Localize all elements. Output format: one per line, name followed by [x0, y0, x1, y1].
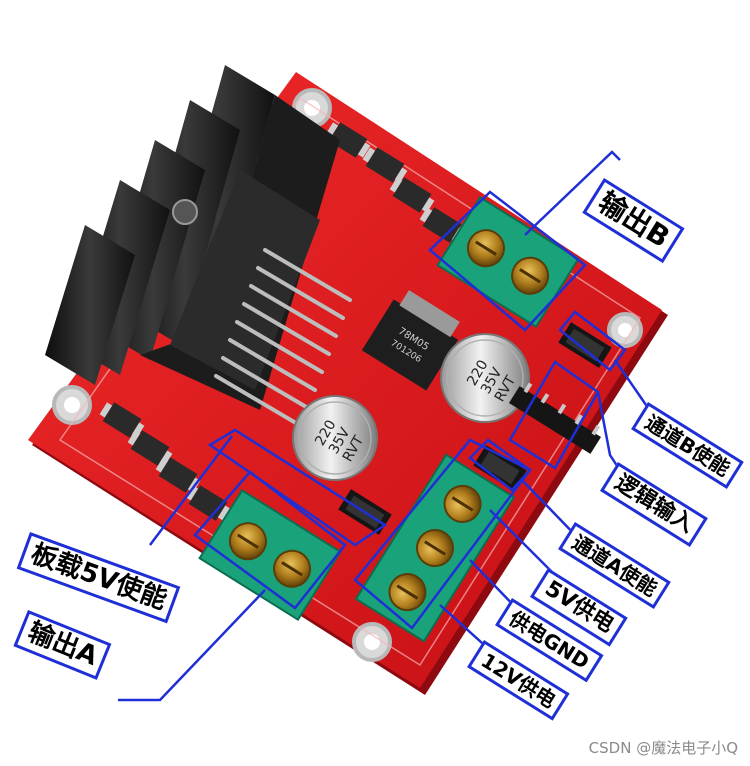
watermark: CSDN @魔法电子小Q [588, 739, 738, 757]
capacitor-right: 220 35V RVT [440, 333, 530, 423]
terminal-power [354, 453, 516, 643]
annotation-lines [118, 150, 657, 702]
capacitor-left: 220 35V RVT [292, 395, 378, 481]
driver-chip-pins [214, 248, 352, 428]
jumper-channel-a [473, 445, 527, 491]
smd-diodes [99, 122, 465, 521]
terminal-output-a [198, 488, 342, 622]
heatsink [45, 65, 340, 410]
voltage-regulator: 78M05 701206 [361, 290, 460, 391]
jumper-channel-b [558, 322, 612, 368]
terminal-output-b [436, 195, 580, 329]
